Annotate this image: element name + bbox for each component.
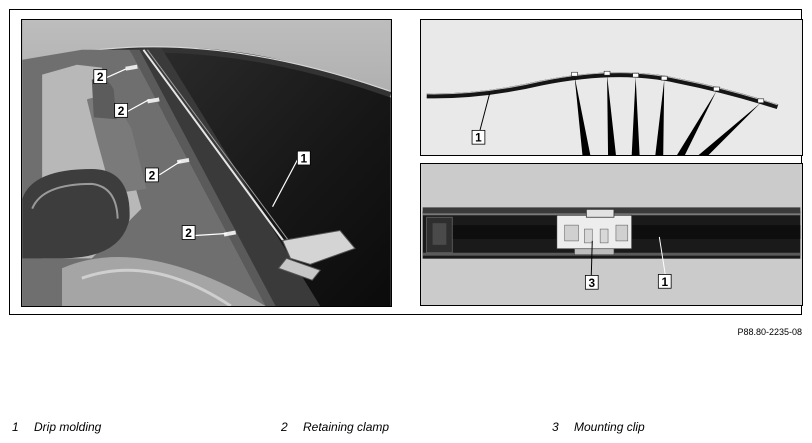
callout-label: 2 bbox=[118, 104, 125, 118]
callout-label: 1 bbox=[475, 131, 482, 145]
callout-drip-molding: 1 bbox=[657, 274, 672, 289]
callout-drip-molding: 1 bbox=[296, 150, 311, 166]
callout-retaining-clamp-4: 2 bbox=[181, 225, 196, 240]
callout-label: 2 bbox=[97, 70, 104, 84]
callout-label: 1 bbox=[301, 152, 308, 166]
mounting-clip-closeup: 3 1 bbox=[420, 163, 803, 306]
callout-label: 2 bbox=[185, 226, 192, 240]
a-pillar-photo: 2 2 2 2 1 bbox=[21, 19, 392, 307]
callout-label: 3 bbox=[588, 276, 595, 290]
drip-molding-overview: 1 bbox=[420, 19, 803, 156]
mounting-clip-shape bbox=[556, 208, 633, 256]
legend-number: 1 bbox=[12, 420, 19, 434]
callout-label: 2 bbox=[149, 168, 156, 182]
a-pillar-illustration: 2 2 2 2 1 bbox=[22, 20, 391, 306]
legend-number: 3 bbox=[552, 420, 559, 434]
legend-item-drip-molding: 1 Drip molding bbox=[12, 420, 101, 434]
legend-label: Retaining clamp bbox=[303, 420, 390, 434]
legend-item-retaining-clamp: 2 Retaining clamp bbox=[281, 420, 389, 434]
legend-number: 2 bbox=[281, 420, 288, 434]
callout-mounting-clip: 3 bbox=[584, 275, 599, 290]
legend-item-mounting-clip: 3 Mounting clip bbox=[552, 420, 645, 434]
callout-drip-molding: 1 bbox=[471, 129, 486, 145]
callout-retaining-clamp-2: 2 bbox=[114, 103, 128, 118]
callout-retaining-clamp-1: 2 bbox=[93, 69, 108, 84]
legend-label: Drip molding bbox=[34, 420, 102, 434]
callout-retaining-clamp-3: 2 bbox=[145, 167, 159, 182]
callout-label: 1 bbox=[661, 275, 668, 289]
drip-molding-illustration: 1 bbox=[422, 20, 801, 155]
mounting-clip-illustration: 3 1 bbox=[422, 164, 801, 305]
figure-code: P88.80-2235-08 bbox=[737, 327, 802, 337]
legend-label: Mounting clip bbox=[574, 420, 645, 434]
